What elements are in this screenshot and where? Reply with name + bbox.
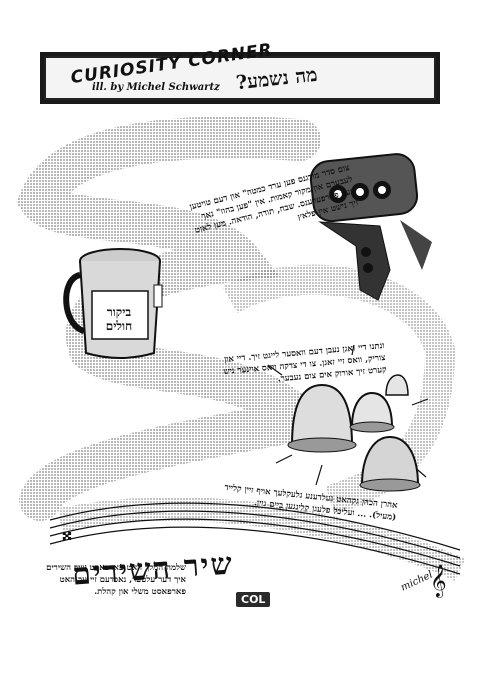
bells-illustration xyxy=(267,345,429,492)
svg-text:𝄞: 𝄞 xyxy=(430,564,447,598)
text-block-song: שלמה המלך האט פארפאסט שיר השירים איך דער… xyxy=(46,563,186,597)
cup-label-line2: חולים xyxy=(105,319,133,333)
cup-illustration xyxy=(63,248,163,359)
svg-text:𝄪: 𝄪 xyxy=(62,521,72,546)
header-banner-inner xyxy=(44,56,436,100)
header-credit: ill. by Michel Schwartz xyxy=(92,82,220,93)
watermark-logo: COL xyxy=(236,592,271,607)
traffic-light-illustration xyxy=(309,153,432,301)
cup-label-line1: ביקור xyxy=(106,305,132,319)
cup-label: ביקור חולים xyxy=(94,305,144,333)
music-staff: 𝄪 𝄞 xyxy=(49,502,461,598)
